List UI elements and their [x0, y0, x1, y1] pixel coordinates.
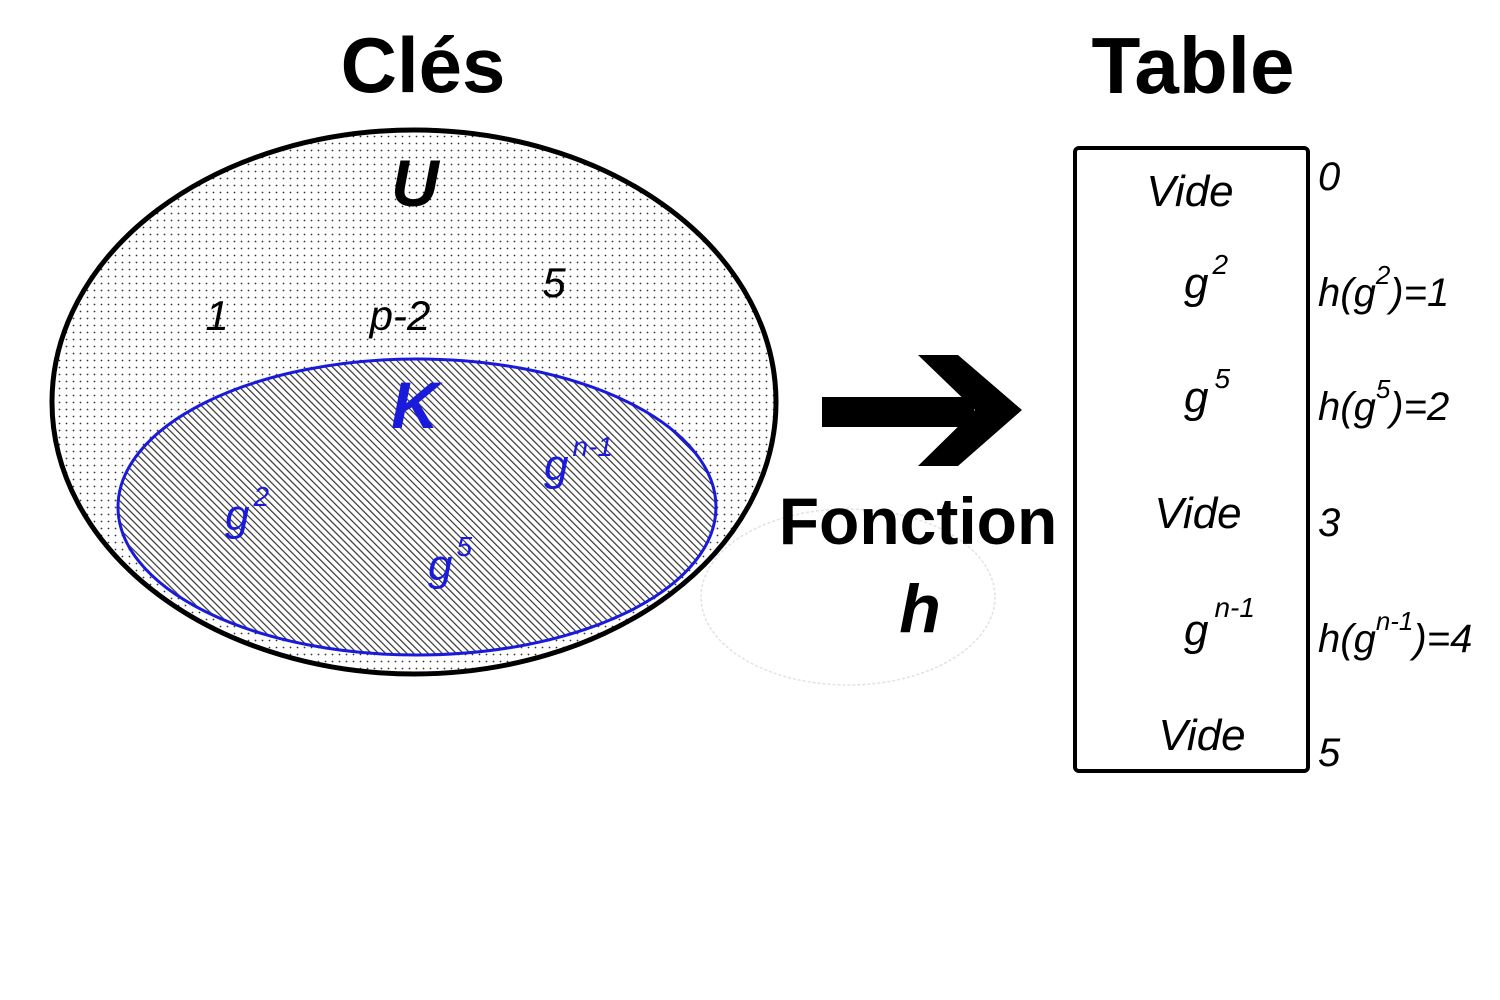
universe-element: p-2 — [368, 292, 431, 339]
subset-label: K — [391, 368, 443, 442]
slot-index: 5 — [1318, 731, 1341, 775]
slot-mapping: h(g2)=1 — [1318, 260, 1449, 315]
universe-element: 1 — [205, 292, 228, 339]
function-name: h — [899, 571, 941, 647]
universe-element: 5 — [542, 259, 566, 306]
hash-table — [1073, 146, 1310, 773]
right-arrow-icon — [822, 355, 1022, 466]
faint-outline — [700, 508, 996, 686]
slot-mapping: h(gn-1)=4 — [1318, 606, 1472, 661]
keys-title: Clés — [341, 21, 506, 109]
subset-ellipse — [116, 357, 718, 657]
slot-mapping: h(g5)=2 — [1318, 374, 1449, 429]
table-slot-empty: Vide — [1158, 711, 1245, 760]
table-slot-empty: Vide — [1146, 167, 1233, 216]
slot-index: 3 — [1318, 501, 1340, 545]
table-slot-empty: Vide — [1154, 489, 1241, 538]
function-label: Fonction — [779, 484, 1058, 558]
table-title: Table — [1091, 21, 1294, 110]
universe-label: U — [391, 146, 441, 220]
slot-index: 0 — [1318, 155, 1340, 199]
